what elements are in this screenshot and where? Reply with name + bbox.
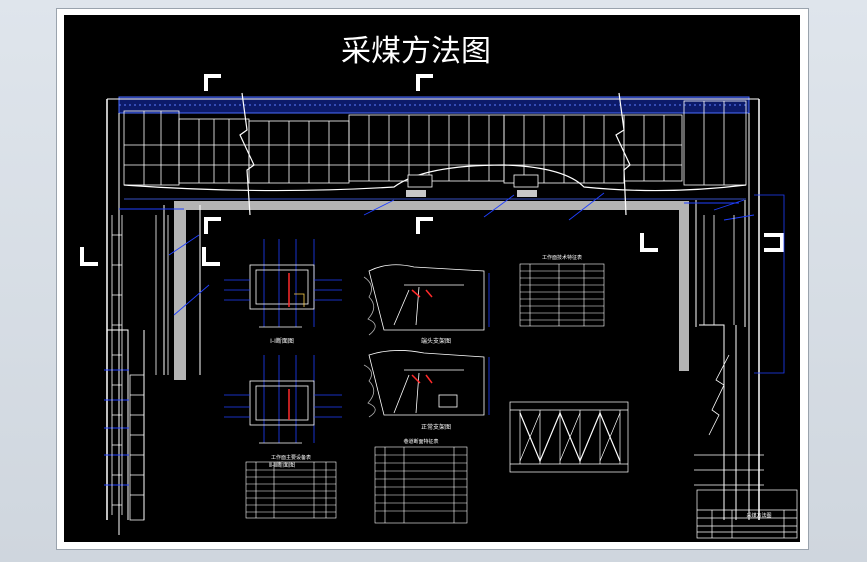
left-roadway-detail bbox=[111, 215, 169, 521]
svg-text:C: C bbox=[88, 254, 92, 261]
face-support-shields bbox=[123, 92, 747, 216]
normal-support-drawing bbox=[363, 350, 490, 418]
leader-lines bbox=[104, 192, 755, 486]
cycle-chart bbox=[509, 401, 629, 473]
technical-table bbox=[519, 263, 605, 327]
svg-text:A: A bbox=[422, 80, 427, 87]
table-title-technical: 工作面技术特征表 bbox=[542, 254, 582, 261]
section-marker-labels: A A B B C C D D bbox=[88, 80, 774, 261]
roadway-table bbox=[374, 446, 468, 524]
section-markers bbox=[80, 74, 784, 266]
mining-method-drawing[interactable]: 采煤方法图 bbox=[64, 15, 800, 542]
table-title-equipment: 工作面主要设备表 bbox=[271, 454, 311, 461]
svg-text:B: B bbox=[210, 223, 214, 230]
section-detail-2 bbox=[224, 355, 342, 444]
support-caption-2: 正常支架图 bbox=[421, 423, 451, 431]
section-detail-1 bbox=[224, 239, 342, 328]
title-block bbox=[696, 489, 798, 539]
svg-text:C: C bbox=[208, 254, 212, 261]
section-caption-1: Ⅰ-Ⅰ断面图 bbox=[270, 337, 294, 345]
section-caption-2: Ⅱ-Ⅱ断面图 bbox=[269, 461, 295, 469]
svg-text:B: B bbox=[422, 223, 426, 230]
table-title-roadway: 巷道断面特征表 bbox=[403, 438, 438, 445]
end-support-drawing bbox=[363, 264, 490, 336]
svg-text:D: D bbox=[647, 240, 652, 247]
title-block-name: 采煤方法图 bbox=[746, 512, 771, 519]
support-caption-1: 端头支架图 bbox=[421, 337, 451, 345]
drawing-title: 采煤方法图 bbox=[341, 34, 491, 69]
equipment-table bbox=[245, 461, 337, 519]
roadway-frame bbox=[106, 96, 760, 535]
svg-text:A: A bbox=[210, 80, 215, 87]
right-roadway-detail bbox=[694, 194, 785, 486]
svg-text:D: D bbox=[769, 240, 774, 247]
